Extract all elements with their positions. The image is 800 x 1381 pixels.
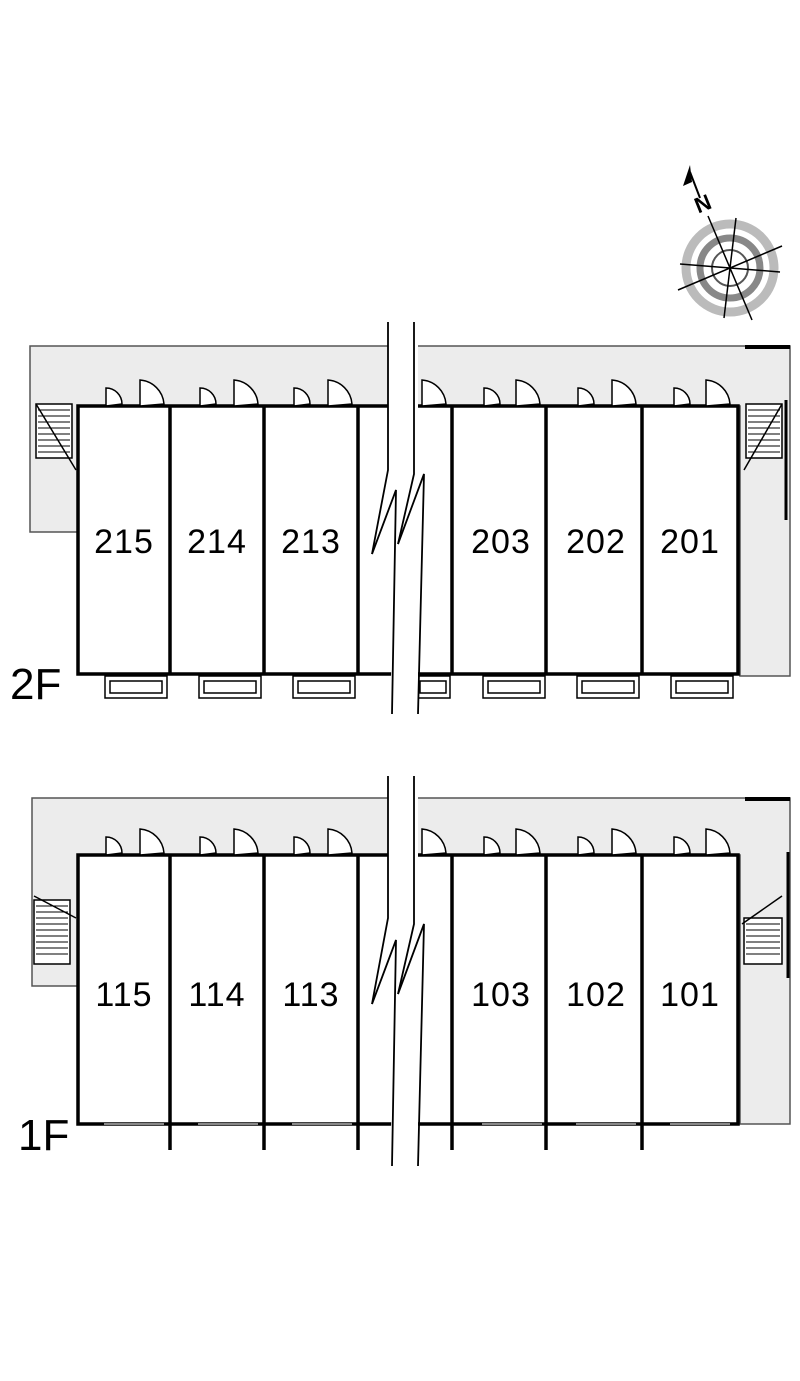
- floor-label-1f: 1F: [18, 1111, 69, 1160]
- unit-label: 203: [471, 523, 531, 561]
- unit-label: 114: [188, 976, 245, 1014]
- doors-1f: [105, 828, 731, 856]
- staircase-right-1f: [741, 895, 783, 965]
- break-line-2f: [371, 322, 425, 715]
- balconies-2f: [104, 675, 734, 699]
- staircase-left-1f: [33, 895, 77, 965]
- unit-label: 215: [94, 523, 154, 561]
- doors-2f: [105, 379, 731, 407]
- staircase-left-2f: [35, 403, 77, 471]
- unit-label: 113: [282, 976, 339, 1014]
- break-line-1f: [371, 776, 425, 1167]
- unit-label: 103: [471, 976, 531, 1014]
- staircase-right-2f: [743, 403, 783, 471]
- unit-label: 202: [566, 523, 626, 561]
- unit-label: 214: [187, 523, 247, 561]
- floor-1f: 115 114 113 103 102 101 1F: [18, 776, 791, 1167]
- corridor-2f: [29, 345, 791, 677]
- unit-label: 201: [660, 523, 720, 561]
- floor-label-2f: 2F: [10, 660, 61, 709]
- compass-rose-icon: N: [677, 165, 783, 321]
- unit-label: 102: [566, 976, 626, 1014]
- unit-label: 213: [281, 523, 341, 561]
- floor-2f: 215 214 213 203 202 201 2F: [10, 322, 791, 715]
- compass-north-label: N: [691, 189, 715, 218]
- unit-label: 115: [95, 976, 152, 1014]
- unit-label: 101: [660, 976, 720, 1014]
